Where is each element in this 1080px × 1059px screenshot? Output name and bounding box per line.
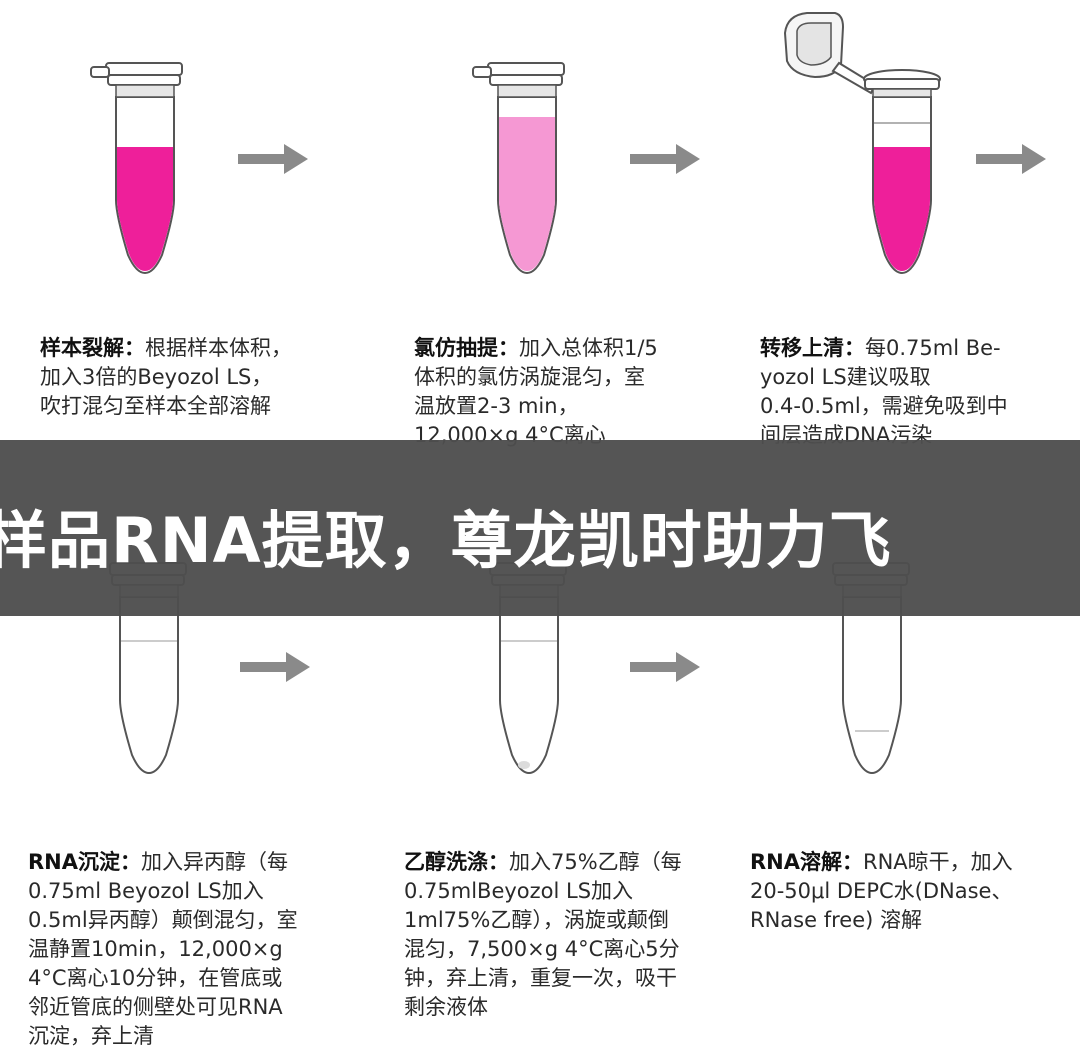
arrow-right-icon <box>240 652 310 682</box>
step-title: 氯仿抽提： <box>414 336 519 360</box>
arrow-right-icon <box>630 652 700 682</box>
step-caption-lysis: 样本裂解：根据样本体积， 加入3倍的Beyozol LS， 吹打混匀至样本全部溶… <box>40 336 292 418</box>
tube-lysis <box>90 62 183 275</box>
overlay-banner: 体样品RNA提取，尊龙凯时助力飞 <box>0 440 1080 616</box>
tube-supernatant-open-cap <box>783 12 941 275</box>
step-caption-ethanol-wash: 乙醇洗涤：加入75%乙醇（每 0.75mlBeyozol LS加入 1ml75%… <box>404 850 682 1019</box>
step-title: RNA溶解： <box>750 850 863 874</box>
step-title: 乙醇洗涤： <box>404 850 509 874</box>
step-title: 转移上清： <box>760 336 865 360</box>
arrow-right-icon <box>238 144 308 174</box>
tube-chloroform <box>472 62 565 275</box>
arrow-right-icon <box>976 144 1046 174</box>
step-caption-supernatant: 转移上清：每0.75ml Be- yozol LS建议吸取 0.4-0.5ml，… <box>760 336 1008 447</box>
step-caption-dissolve: RNA溶解：RNA晾干，加入 20-50μl DEPC水(DNase、 RNas… <box>750 850 1013 932</box>
step-caption-precipitation: RNA沉淀：加入异丙醇（每 0.75ml Beyozol LS加入 0.5ml异… <box>28 850 298 1048</box>
banner-text: 体样品RNA提取，尊龙凯时助力飞 <box>0 504 892 577</box>
step-title: RNA沉淀： <box>28 850 141 874</box>
step-caption-chloroform: 氯仿抽提：加入总体积1/5 体积的氯仿涡旋混匀，室 温放置2-3 min， 12… <box>414 336 658 447</box>
step-title: 样本裂解： <box>40 336 145 360</box>
arrow-right-icon <box>630 144 700 174</box>
